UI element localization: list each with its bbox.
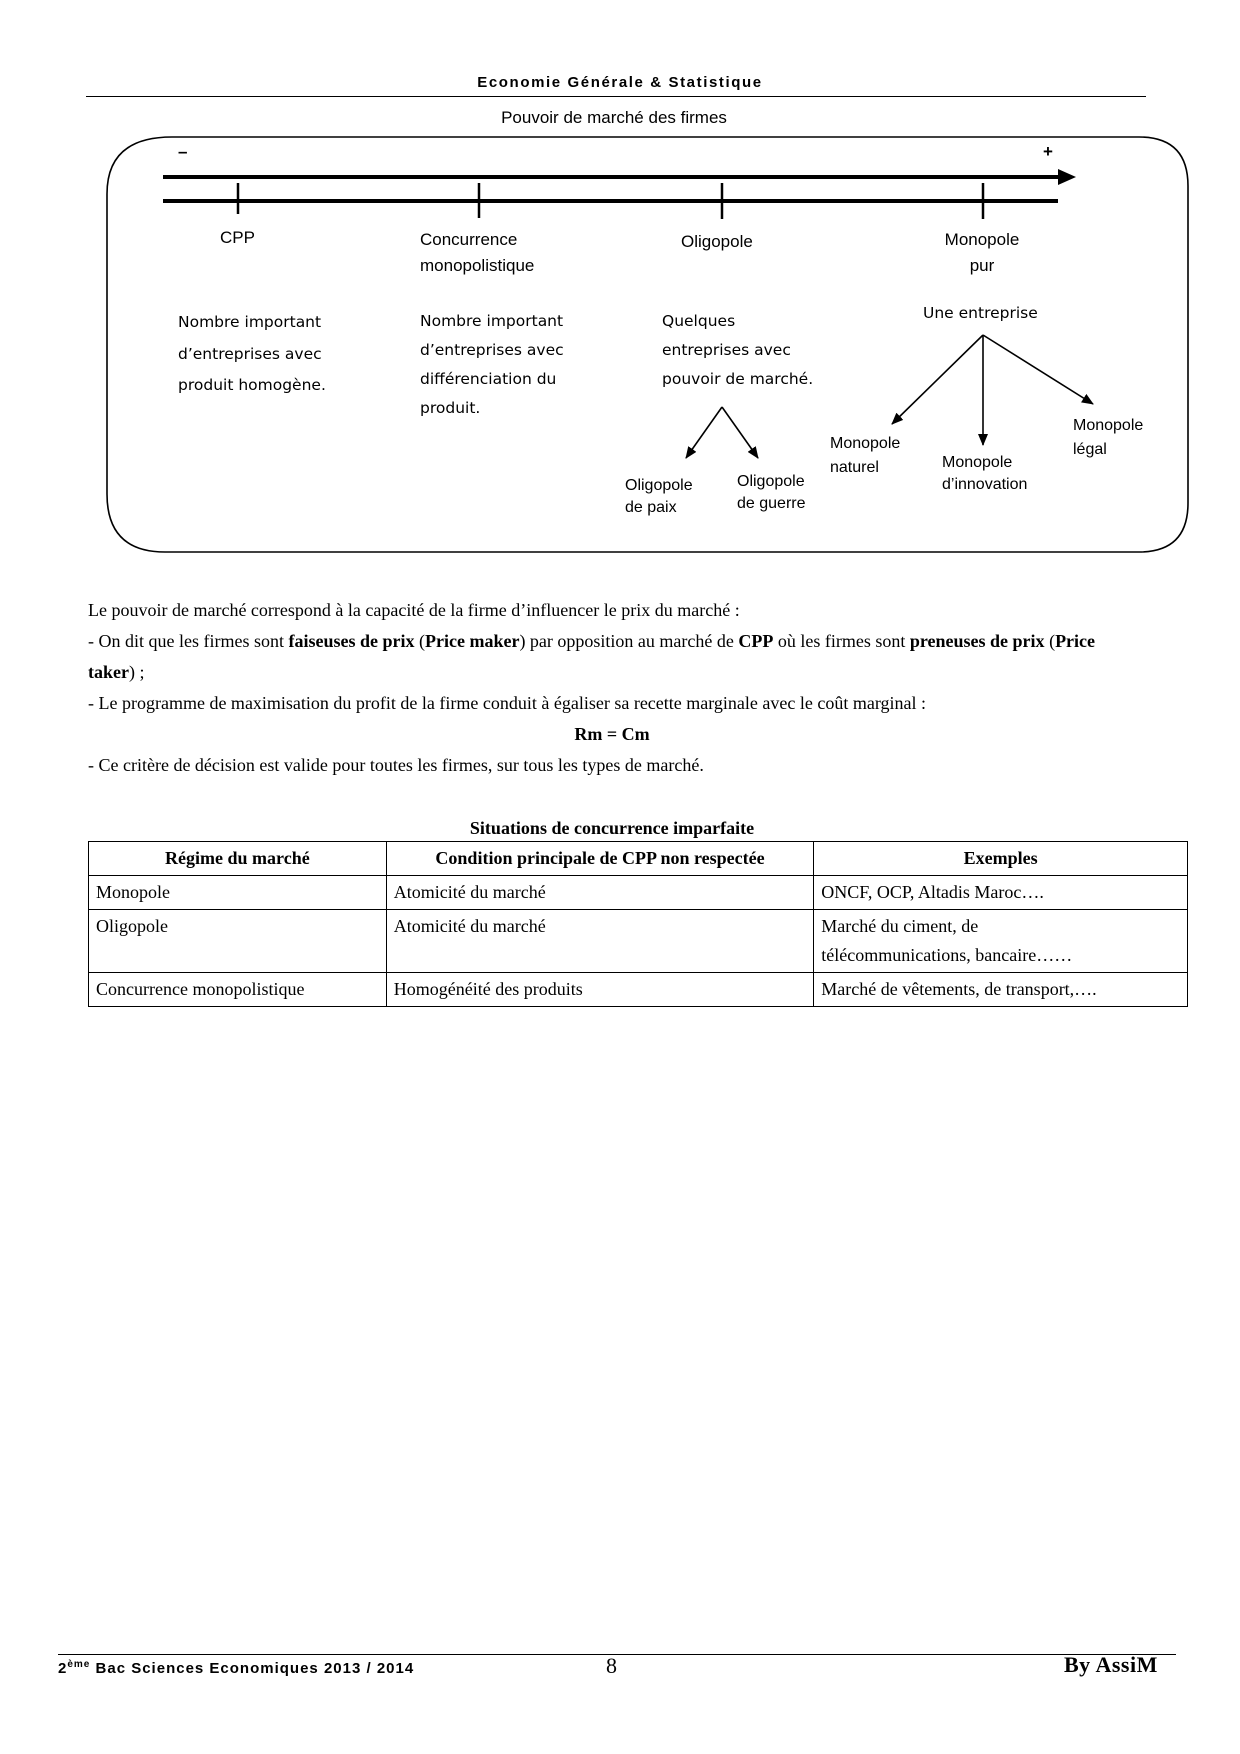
table-cell: Atomicité du marché — [385, 875, 815, 910]
table-cell: Oligopole — [88, 909, 387, 973]
scale-plus-sign: + — [1043, 142, 1053, 161]
concurrence-desc-line1: Nombre important — [420, 312, 563, 330]
table-cell: Marché de vêtements, de transport,…. — [813, 972, 1188, 1007]
oligopole-paix-line2: de paix — [625, 499, 677, 516]
table-header-row: Régime du marché Condition principale de… — [88, 841, 1188, 876]
table-cell-line: Marché du ciment, de — [821, 916, 979, 936]
footer-course: 2ème Bac Sciences Economiques 2013 / 201… — [58, 1659, 415, 1677]
column-header: Condition principale de CPP non respecté… — [385, 841, 815, 876]
cpp-desc-line2: d’entreprises avec — [178, 345, 322, 363]
footer-author: By AssiM — [1064, 1652, 1158, 1677]
oligopole-guerre-arrow — [721, 406, 759, 459]
decision-criterion-paragraph: - Ce critère de décision est valide pour… — [88, 755, 704, 775]
oligopole-paix-line1: Oligopole — [625, 477, 693, 494]
price-maker-paragraph: - On dit que les firmes sont faiseuses d… — [88, 631, 1096, 682]
concurrence-desc-line2: d’entreprises avec — [420, 341, 564, 359]
oligopole-desc-line1: Quelques — [662, 312, 735, 330]
column-header: Exemples — [813, 841, 1188, 876]
concurrence-label-line2: monopolistique — [420, 256, 534, 275]
monopole-innovation-line1: Monopole — [942, 454, 1012, 471]
monopole-naturel-line2: naturel — [830, 459, 879, 476]
header-title: Economie Générale & Statistique — [477, 74, 763, 91]
monopole-legal-line1: Monopole — [1073, 417, 1143, 434]
table-cell-line: télécommunications, bancaire…… — [821, 945, 1073, 965]
table-caption: Situations de concurrence imparfaite — [469, 818, 755, 838]
page-number: 8 — [606, 1653, 617, 1678]
cpp-desc-line3: produit homogène. — [178, 376, 326, 394]
table-cell: Marché du ciment, de télécommunications, … — [813, 909, 1188, 973]
intro-paragraph: Le pouvoir de marché correspond à la cap… — [88, 600, 740, 620]
oligopole-guerre-line2: de guerre — [737, 495, 806, 512]
oligopole-label: Oligopole — [681, 232, 753, 251]
table-row: Concurrence monopolistique Homogénéité d… — [88, 972, 1188, 1007]
imperfect-competition-table: Régime du marché Condition principale de… — [88, 841, 1188, 1007]
concurrence-desc-line4: produit. — [420, 399, 480, 417]
cpp-label: CPP — [220, 228, 255, 247]
scale-minus-sign: – — [178, 142, 187, 161]
oligopole-desc-line2: entreprises avec — [662, 341, 791, 359]
power-axis-arrowhead — [1058, 169, 1076, 185]
profit-maximization-paragraph: - Le programme de maximisation du profit… — [88, 693, 927, 713]
table-row: Oligopole Atomicité du marché Marché du … — [88, 909, 1188, 973]
monopole-label-line2: pur — [970, 256, 995, 275]
diagram-title: Pouvoir de marché des firmes — [501, 108, 727, 127]
header-divider — [86, 96, 1146, 97]
table-cell: Concurrence monopolistique — [88, 972, 387, 1007]
diagram-frame — [106, 136, 1189, 553]
oligopole-paix-arrow — [685, 406, 723, 459]
monopole-desc: Une entreprise — [923, 304, 1038, 322]
monopole-legal-line2: légal — [1073, 441, 1107, 458]
column-header: Régime du marché — [88, 841, 387, 876]
concurrence-label-line1: Concurrence — [420, 230, 517, 249]
oligopole-guerre-line1: Oligopole — [737, 473, 805, 490]
table-row: Monopole Atomicité du marché ONCF, OCP, … — [88, 875, 1188, 910]
footer-divider — [58, 1654, 1176, 1655]
table-cell: Homogénéité des produits — [385, 972, 815, 1007]
monopole-legal-arrow — [982, 334, 1094, 405]
cpp-desc-line1: Nombre important — [178, 313, 321, 331]
market-power-diagram: Pouvoir de marché des firmes – + CPP Con… — [106, 108, 1189, 553]
table-cell: Monopole — [88, 875, 387, 910]
monopole-innovation-line2: d’innovation — [942, 476, 1027, 493]
oligopole-desc-line3: pouvoir de marché. — [662, 370, 813, 388]
concurrence-desc-line3: différenciation du — [420, 370, 556, 388]
monopole-naturel-arrow — [891, 334, 984, 425]
table-cell: Atomicité du marché — [385, 909, 815, 973]
table-cell: ONCF, OCP, Altadis Maroc…. — [813, 875, 1188, 910]
monopole-naturel-line1: Monopole — [830, 435, 900, 452]
formula: Rm = Cm — [574, 724, 650, 744]
monopole-label-line1: Monopole — [945, 230, 1020, 249]
